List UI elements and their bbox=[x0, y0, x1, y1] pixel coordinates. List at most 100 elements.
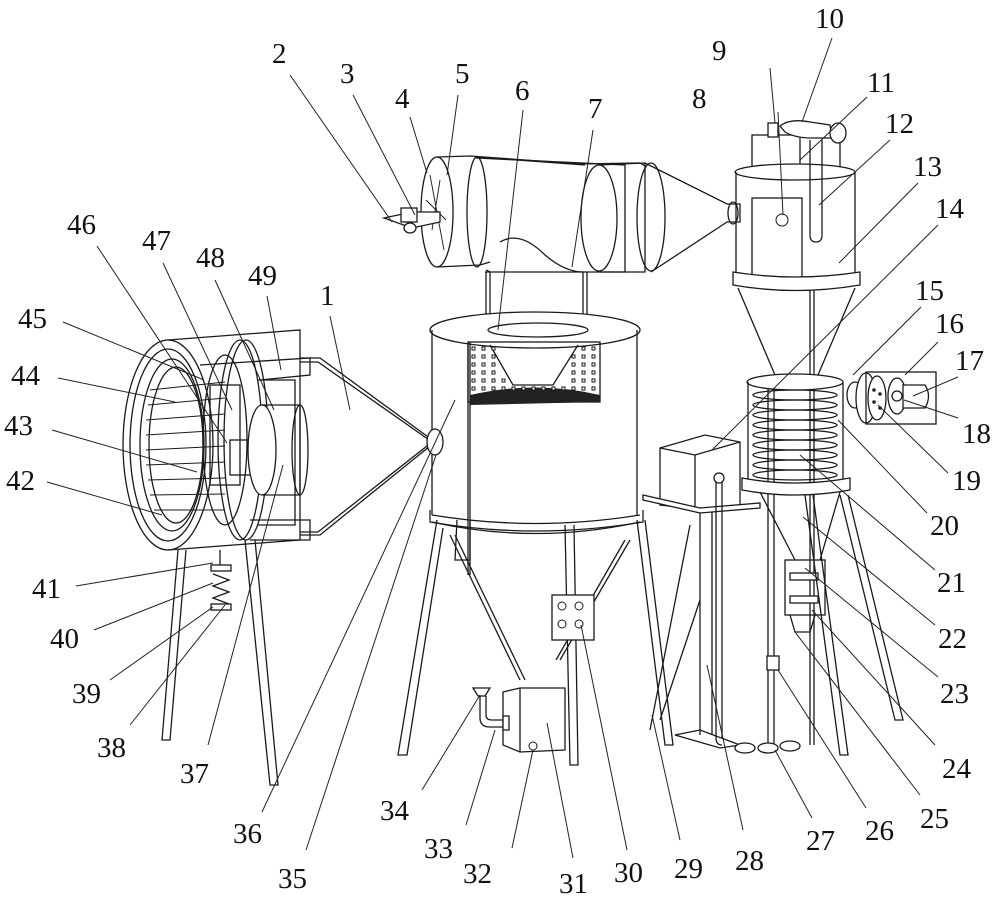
filter-hole bbox=[481, 346, 486, 351]
leader-13 bbox=[838, 182, 919, 264]
filter-hole bbox=[571, 354, 576, 359]
label-19: 19 bbox=[952, 465, 981, 497]
leader-41 bbox=[75, 562, 214, 587]
leader-46 bbox=[96, 245, 228, 444]
door-knob bbox=[775, 213, 789, 227]
label-49: 49 bbox=[248, 260, 277, 292]
leader-26 bbox=[777, 669, 867, 809]
tank-leg-3 bbox=[636, 519, 674, 746]
filter-hole bbox=[481, 354, 486, 359]
filter-hole bbox=[591, 386, 596, 391]
label-15: 15 bbox=[915, 275, 944, 307]
water-tank-stand bbox=[642, 434, 801, 754]
cyclone-separator bbox=[732, 120, 937, 756]
leader-11 bbox=[799, 96, 868, 161]
filter-hole bbox=[471, 378, 476, 383]
filter-hole bbox=[571, 378, 576, 383]
label-17: 17 bbox=[955, 345, 984, 377]
lower-cone bbox=[759, 491, 841, 561]
leader-39 bbox=[109, 606, 214, 681]
leader-19 bbox=[877, 404, 949, 474]
central-tank bbox=[397, 311, 674, 766]
label-20: 20 bbox=[930, 510, 959, 542]
label-8: 8 bbox=[692, 83, 707, 115]
rod-valve bbox=[766, 655, 780, 671]
leader-42 bbox=[46, 481, 163, 516]
duct-cone bbox=[300, 357, 437, 536]
leader-37 bbox=[207, 464, 284, 746]
stand-platform bbox=[642, 494, 761, 514]
discharge-nozzle bbox=[789, 614, 816, 633]
label-7: 7 bbox=[588, 93, 603, 125]
label-16: 16 bbox=[935, 308, 964, 340]
stand-post bbox=[699, 512, 713, 735]
stand-base bbox=[674, 729, 743, 749]
label-28: 28 bbox=[735, 845, 764, 877]
label-43: 43 bbox=[4, 410, 33, 442]
pipe-feet bbox=[734, 740, 801, 754]
access-door bbox=[751, 197, 803, 279]
separator-leg-mid bbox=[804, 494, 849, 756]
label-36: 36 bbox=[233, 818, 262, 850]
leader-38 bbox=[129, 604, 226, 726]
hopper-left bbox=[449, 534, 526, 681]
coil-turn bbox=[752, 399, 838, 411]
leader-20 bbox=[837, 419, 928, 514]
filter-hole bbox=[561, 386, 566, 391]
leader-34 bbox=[421, 694, 481, 791]
leader-32 bbox=[511, 749, 534, 849]
label-35: 35 bbox=[278, 863, 307, 895]
housing-frame bbox=[258, 379, 296, 526]
motor bbox=[247, 404, 277, 496]
leader-12 bbox=[818, 139, 891, 206]
label-12: 12 bbox=[885, 108, 914, 140]
motor-bracket bbox=[209, 384, 241, 486]
label-4: 4 bbox=[395, 83, 410, 115]
label-11: 11 bbox=[867, 67, 895, 99]
filter-hole bbox=[591, 362, 596, 367]
leader-43 bbox=[51, 429, 198, 473]
coil-turn bbox=[752, 459, 838, 471]
leader-24 bbox=[811, 609, 936, 746]
water-tank bbox=[659, 434, 741, 511]
leader-40 bbox=[93, 582, 214, 631]
blower-impeller bbox=[867, 375, 887, 421]
leader-23 bbox=[804, 567, 939, 678]
leader-9 bbox=[769, 67, 776, 124]
label-21: 21 bbox=[937, 567, 966, 599]
filter-hole bbox=[481, 362, 486, 367]
label-3: 3 bbox=[340, 58, 355, 90]
perforated-filter bbox=[467, 341, 601, 405]
filter-hole bbox=[591, 346, 596, 351]
filter-hole bbox=[541, 386, 546, 391]
filter-hole bbox=[591, 378, 596, 383]
filter-hole bbox=[471, 386, 476, 391]
separator-cone bbox=[737, 287, 856, 376]
filter-hole bbox=[471, 346, 476, 351]
part-labels: 1 2 3 4 5 6 7 8 9 10 11 12 13 14 15 16 1… bbox=[4, 3, 991, 900]
leader-22 bbox=[802, 516, 936, 626]
filter-hole bbox=[471, 354, 476, 359]
separator-flange bbox=[732, 271, 861, 292]
leader-44 bbox=[57, 377, 176, 403]
leader-14 bbox=[711, 224, 939, 451]
tank-leg-2 bbox=[564, 524, 579, 766]
leader-29 bbox=[651, 714, 681, 841]
label-23: 23 bbox=[940, 678, 969, 710]
label-2: 2 bbox=[272, 38, 287, 70]
filter-hole bbox=[481, 378, 486, 383]
separator-upper-wall bbox=[735, 172, 856, 278]
filter-hole bbox=[571, 362, 576, 367]
filter-holes bbox=[471, 346, 596, 391]
leader-33 bbox=[465, 729, 496, 826]
leader-17 bbox=[912, 376, 959, 397]
filter-hole bbox=[501, 378, 506, 383]
heat-exchange-coil bbox=[752, 389, 838, 481]
leader-3 bbox=[352, 94, 416, 216]
filter-hole bbox=[521, 386, 526, 391]
hanging-rod bbox=[809, 140, 823, 243]
drum-cage-slats bbox=[145, 381, 226, 511]
label-9: 9 bbox=[712, 35, 727, 67]
blower-motor bbox=[902, 384, 930, 409]
